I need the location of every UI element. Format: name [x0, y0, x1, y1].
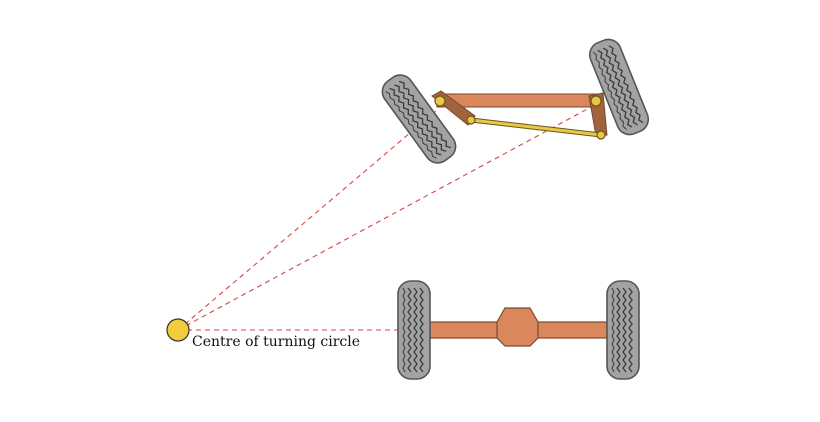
left-tie-rod-joint [466, 115, 476, 125]
front-left-tyre [381, 74, 457, 164]
front-right-tyre [588, 38, 650, 136]
left-kingpin [434, 95, 446, 107]
guide-line-left-front-wheel [177, 109, 438, 331]
centre-of-turning-circle-label: Centre of turning circle [192, 334, 360, 350]
rear-right-tyre [606, 280, 640, 380]
right-kingpin [590, 95, 602, 107]
tie-rod-fill [470, 118, 602, 137]
rear-left-tyre [397, 280, 431, 380]
differential-housing [496, 307, 539, 347]
circle-dot-icon [166, 318, 190, 342]
turning-guide-lines [177, 99, 612, 331]
front-steering-assembly [381, 38, 650, 164]
front-axle-beam [436, 93, 599, 108]
rear-axle-assembly [397, 280, 640, 380]
guide-line-right-front-wheel [177, 99, 605, 331]
right-tie-rod-joint [596, 130, 606, 140]
